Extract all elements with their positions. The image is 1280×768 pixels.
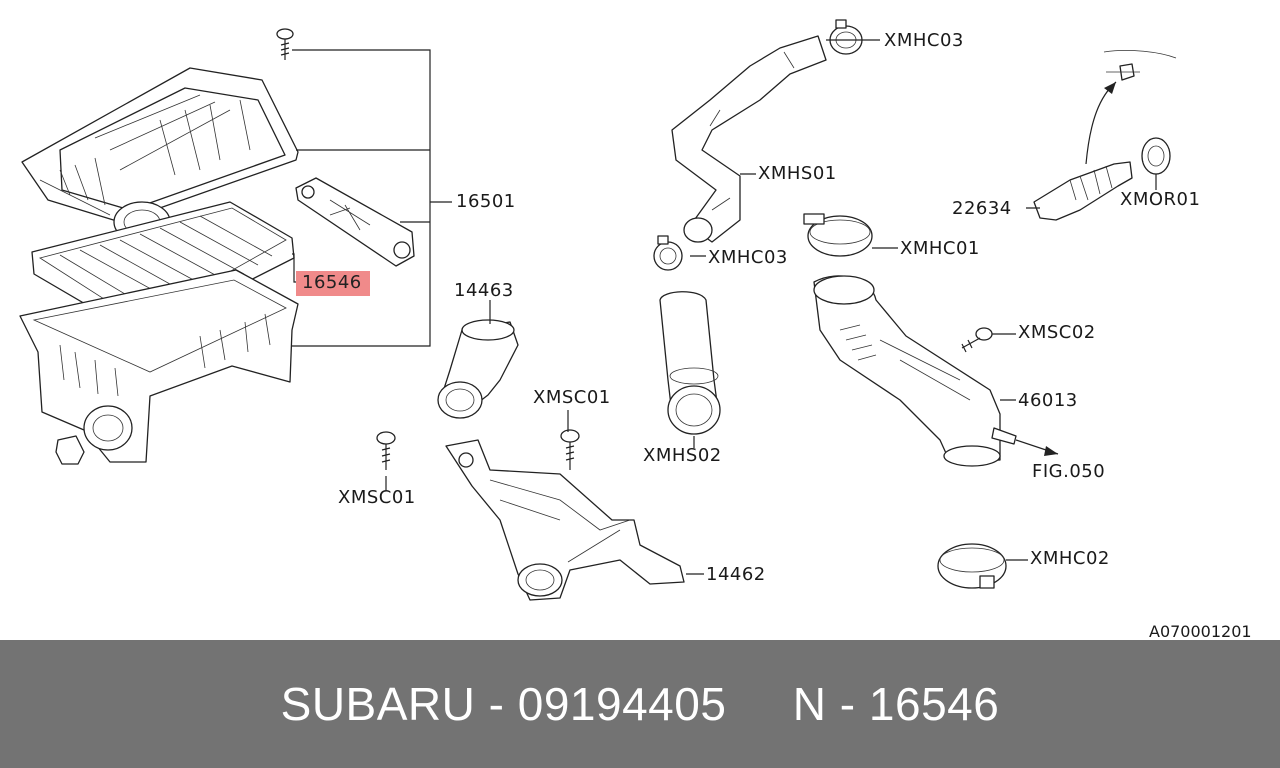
hose-xmhs01 <box>671 35 827 243</box>
leader-lines <box>385 39 1157 575</box>
arrow-fig050-head <box>1044 446 1058 456</box>
screw-xmsc01-middle <box>560 429 580 470</box>
sensor-22634 <box>1033 50 1177 221</box>
clamp-xmhc02 <box>937 543 1007 589</box>
label-xmhs01: XMHS01 <box>758 163 837 184</box>
label-xmsc01-middle: XMSC01 <box>533 387 611 408</box>
top-screw <box>276 28 294 60</box>
label-fig050: FIG.050 <box>1032 461 1106 482</box>
label-xmhc01: XMHC01 <box>900 238 980 259</box>
duct-14463 <box>437 319 519 419</box>
air-cleaner-upper-case <box>21 67 299 243</box>
label-14463: 14463 <box>454 280 514 301</box>
intake-duct-14462 <box>445 439 685 601</box>
label-xmhc03-bottom: XMHC03 <box>708 247 788 268</box>
label-14462: 14462 <box>706 564 766 585</box>
leader-16501 <box>290 49 452 347</box>
air-cleaner-lower-case <box>19 269 299 465</box>
clamp-xmhc03-top <box>829 19 863 55</box>
reference-code: A070001201 <box>1149 622 1252 641</box>
parts-diagram: 16501 16546 14463 14462 XMSC01 XMSC01 XM… <box>19 19 1252 641</box>
footer-bar: SUBARU - 09194405 N - 16546 <box>0 640 1280 768</box>
clamp-xmhc03-bottom <box>653 235 683 271</box>
hose-xmhs02 <box>659 291 721 435</box>
bracket <box>295 177 415 267</box>
label-xmsc02: XMSC02 <box>1018 322 1096 343</box>
label-xmhc03-top: XMHC03 <box>884 30 964 51</box>
footer-part-number: SUBARU - 09194405 N - 16546 <box>280 678 1000 730</box>
screw-xmsc02 <box>961 327 993 353</box>
parts-diagram-drawing <box>19 19 1177 601</box>
label-16546[interactable]: 16546 <box>296 271 370 296</box>
label-16501: 16501 <box>456 191 516 212</box>
duct-46013 <box>813 275 1017 467</box>
label-46013: 46013 <box>1018 390 1078 411</box>
clamp-xmhc01 <box>803 213 873 257</box>
label-xmor01: XMOR01 <box>1120 189 1201 210</box>
label-xmsc01-left: XMSC01 <box>338 487 416 508</box>
label-xmhs02: XMHS02 <box>643 445 722 466</box>
label-22634: 22634 <box>952 198 1012 219</box>
screw-xmsc01-left <box>376 431 396 470</box>
label-xmhc02: XMHC02 <box>1030 548 1110 569</box>
